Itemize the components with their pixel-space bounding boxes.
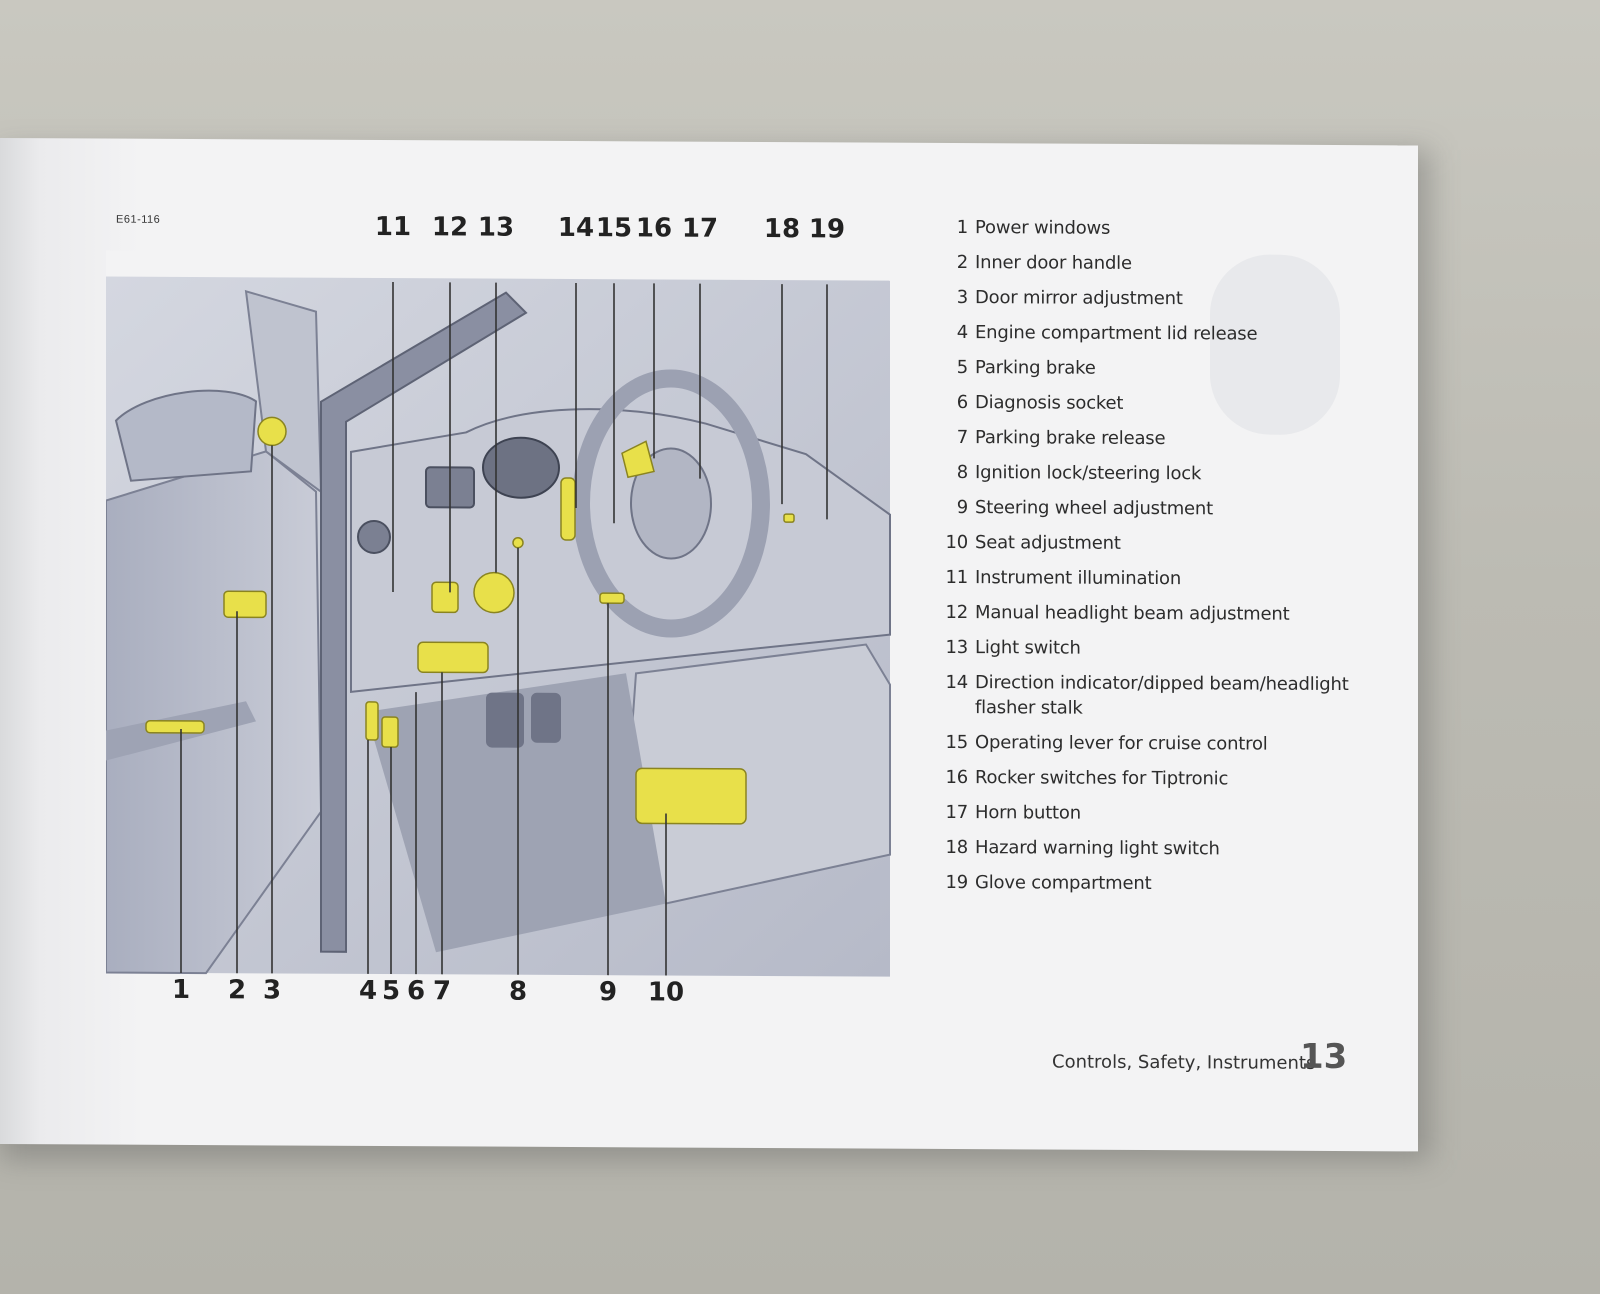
callout-bottom-2: 2	[227, 975, 247, 1006]
callout-top-12: 12	[431, 212, 469, 243]
callout-top-15: 15	[595, 213, 633, 244]
callout-top-13: 13	[477, 212, 515, 243]
air-vent	[357, 519, 391, 554]
callout-top-14: 14	[557, 212, 595, 244]
callout-top-19: 19	[808, 214, 846, 245]
section-title: Controls, Safety, Instruments	[1052, 1051, 1316, 1074]
callout-bottom-8: 8	[508, 976, 528, 1007]
car-interior-illustration	[106, 250, 910, 979]
bonnet-release	[365, 701, 379, 741]
hazard-switch	[783, 513, 795, 523]
power-windows-switch	[145, 720, 205, 734]
headlight-beam-wheel	[431, 581, 459, 614]
footwell	[366, 673, 666, 953]
callout-top-16: 16	[635, 213, 673, 244]
light-switch	[473, 571, 515, 614]
ignition-lock	[512, 536, 524, 549]
callout-bottom-10: 10	[647, 977, 685, 1008]
leader-lines	[180, 282, 828, 976]
callout-top-11: 11	[374, 211, 412, 243]
seat-adjust-panel	[635, 767, 747, 825]
instrument-cluster	[482, 436, 560, 499]
side-mirror	[114, 389, 258, 482]
callout-top-18: 18	[763, 213, 801, 245]
figure-code: E61-116	[116, 213, 161, 226]
indicator-stalk	[560, 477, 576, 541]
parking-brake-pedal	[381, 716, 399, 748]
callout-bottom-7: 7	[432, 976, 452, 1007]
callout-bottom-3: 3	[262, 975, 282, 1006]
interior-drawing	[106, 250, 910, 979]
manual-page: E61-116	[0, 138, 1418, 1152]
inner-door-handle	[223, 590, 267, 619]
callout-top-17: 17	[681, 213, 719, 244]
mirror-adjust-control	[257, 416, 287, 447]
page-number: 13	[1300, 1036, 1348, 1078]
steering-wheel	[572, 369, 770, 638]
tiptronic-rocker	[621, 440, 655, 479]
parking-brake-release	[417, 641, 489, 674]
door-frame	[320, 291, 528, 953]
callout-bottom-1: 1	[171, 974, 191, 1005]
callout-bottom-9: 9	[598, 977, 618, 1008]
steering-adjust-lever	[599, 592, 625, 605]
